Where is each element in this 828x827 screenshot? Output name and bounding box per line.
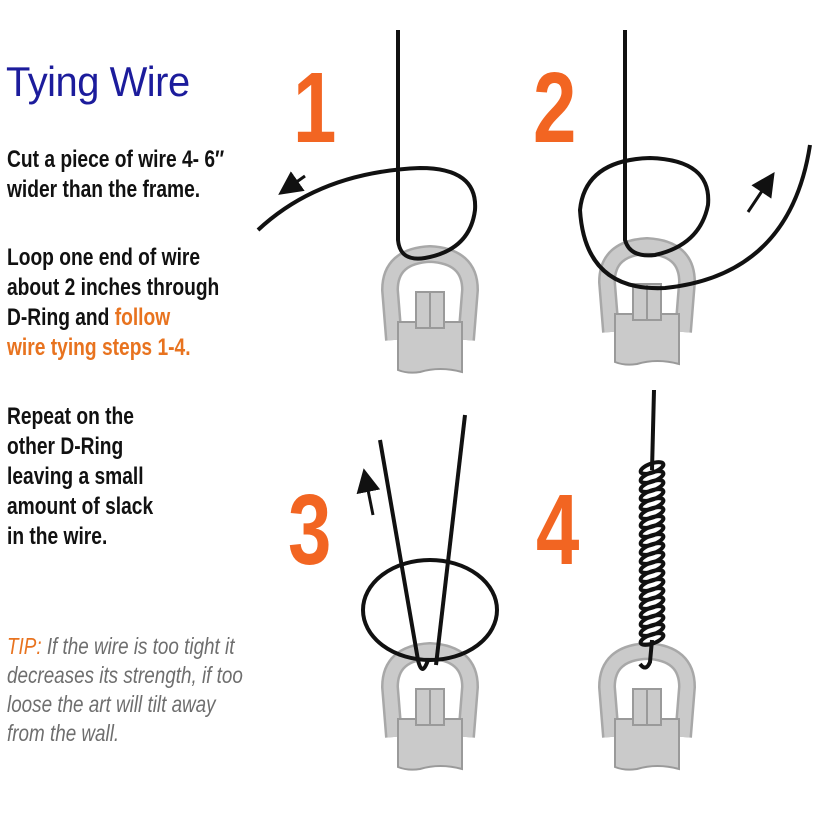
- text-line: from the wall.: [7, 720, 120, 746]
- text-line: decreases its strength, if too: [7, 662, 243, 688]
- text-line: Loop one end of wire: [7, 244, 201, 271]
- text-line: wider than the frame.: [7, 176, 201, 203]
- wire-loop: [361, 558, 499, 662]
- step-number-1: 1: [293, 52, 337, 164]
- step-3-illustration: [356, 414, 499, 770]
- instruction-cut-wire: Cut a piece of wire 4- 6″ wider than the…: [7, 145, 224, 205]
- d-ring: [390, 254, 470, 373]
- tip-text: TIP: If the wire is too tight it decreas…: [7, 632, 243, 748]
- step-4-illustration: [607, 389, 687, 770]
- instruction-repeat: Repeat on the other D-Ring leaving a sma…: [7, 402, 153, 552]
- text-line: If the wire is too tight it: [46, 633, 235, 659]
- tip-label: TIP:: [7, 633, 42, 659]
- wire: [638, 639, 654, 670]
- arrow-icon: [356, 468, 381, 516]
- wire: [577, 30, 812, 291]
- step-2-illustration: [577, 30, 812, 365]
- arrow-icon: [278, 171, 306, 195]
- step-1-illustration: [256, 30, 478, 373]
- step-number-2: 2: [533, 52, 577, 164]
- text-line: Repeat on the: [7, 403, 134, 430]
- text-line: in the wire.: [7, 523, 108, 550]
- instruction-loop-wire: Loop one end of wire about 2 inches thro…: [7, 243, 219, 363]
- text-line: other D-Ring: [7, 433, 124, 460]
- text-line: leaving a small: [7, 463, 144, 490]
- d-ring: [390, 651, 470, 770]
- wire-coil: [638, 460, 666, 647]
- highlight-text: wire tying steps 1-4.: [7, 334, 191, 361]
- text-line: loose the art will tilt away: [7, 691, 216, 717]
- arrow-icon: [746, 172, 775, 213]
- wire: [434, 414, 467, 666]
- wire: [650, 389, 656, 471]
- step-number-3: 3: [288, 474, 332, 586]
- page-title: Tying Wire: [6, 58, 190, 105]
- text-line: Cut a piece of wire 4- 6″: [7, 146, 225, 173]
- wire: [378, 439, 430, 671]
- text-line: amount of slack: [7, 493, 154, 520]
- d-ring: [607, 246, 687, 365]
- wire: [256, 30, 478, 261]
- step-number-4: 4: [536, 474, 580, 586]
- text-line: D-Ring and: [7, 304, 115, 331]
- highlight-text: follow: [114, 304, 171, 331]
- text-line: about 2 inches through: [7, 274, 220, 301]
